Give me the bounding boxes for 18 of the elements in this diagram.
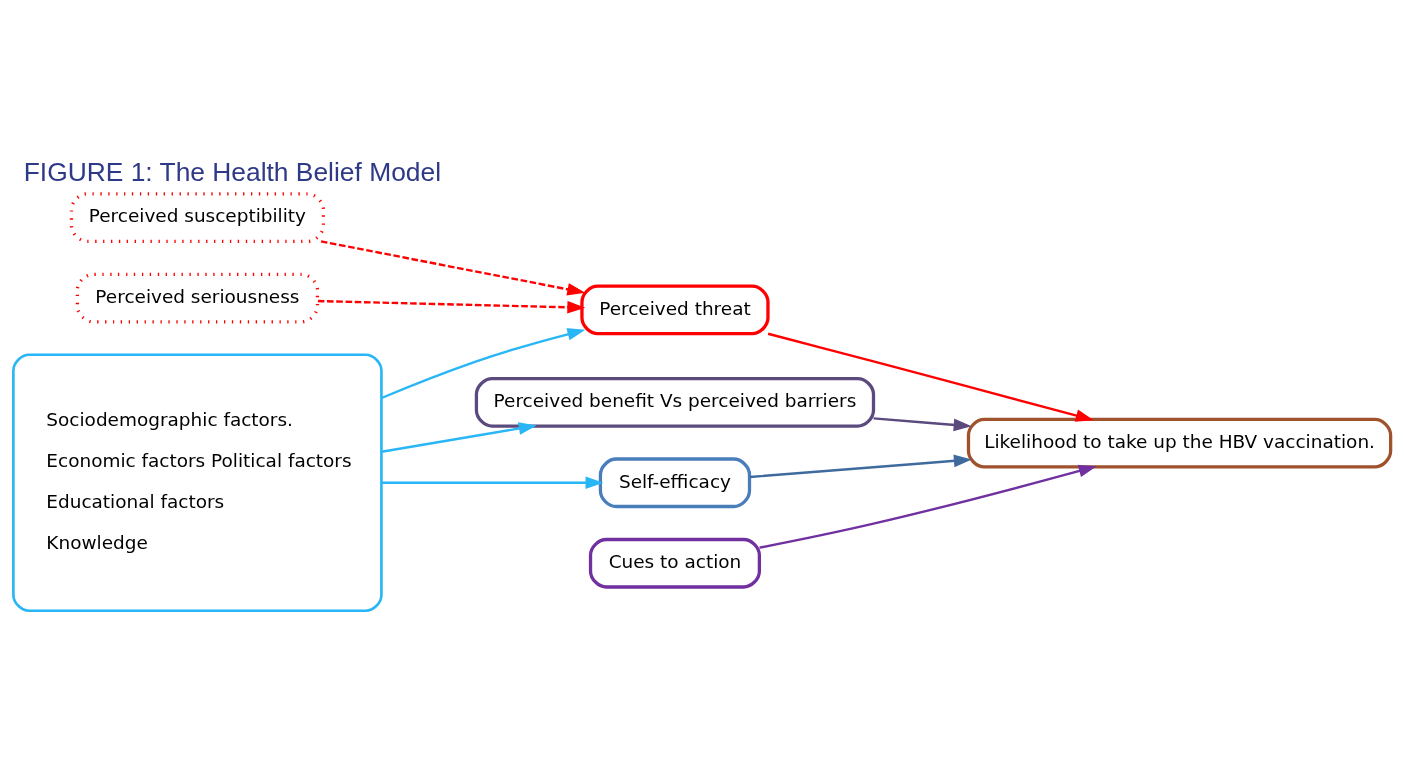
node-box: Likelihood to take up the HBV vaccination. [966,417,1393,469]
node-box: Perceived susceptibility [69,192,326,243]
node-box: Perceived seriousness [75,272,320,324]
node-box: Sociodemographic factors. Economic factors Political factors Educational factors Knowledge [12,353,383,613]
arrow [767,332,1094,422]
arrow [873,417,972,432]
arrow [381,328,586,400]
arrow [317,299,586,314]
arrow [381,476,604,490]
diagram-title: FIGURE 1: The Health Belief Model [23,156,442,187]
node-box: Cues to action [588,537,762,589]
node-box: Self-efficacy [598,457,752,509]
arrow [381,422,537,453]
arrow [320,240,586,296]
arrow [759,464,1097,549]
node-box: Perceived benefit Vs perceived barriers [474,376,876,428]
node-box: Perceived threat [580,284,770,336]
arrow [749,454,972,479]
